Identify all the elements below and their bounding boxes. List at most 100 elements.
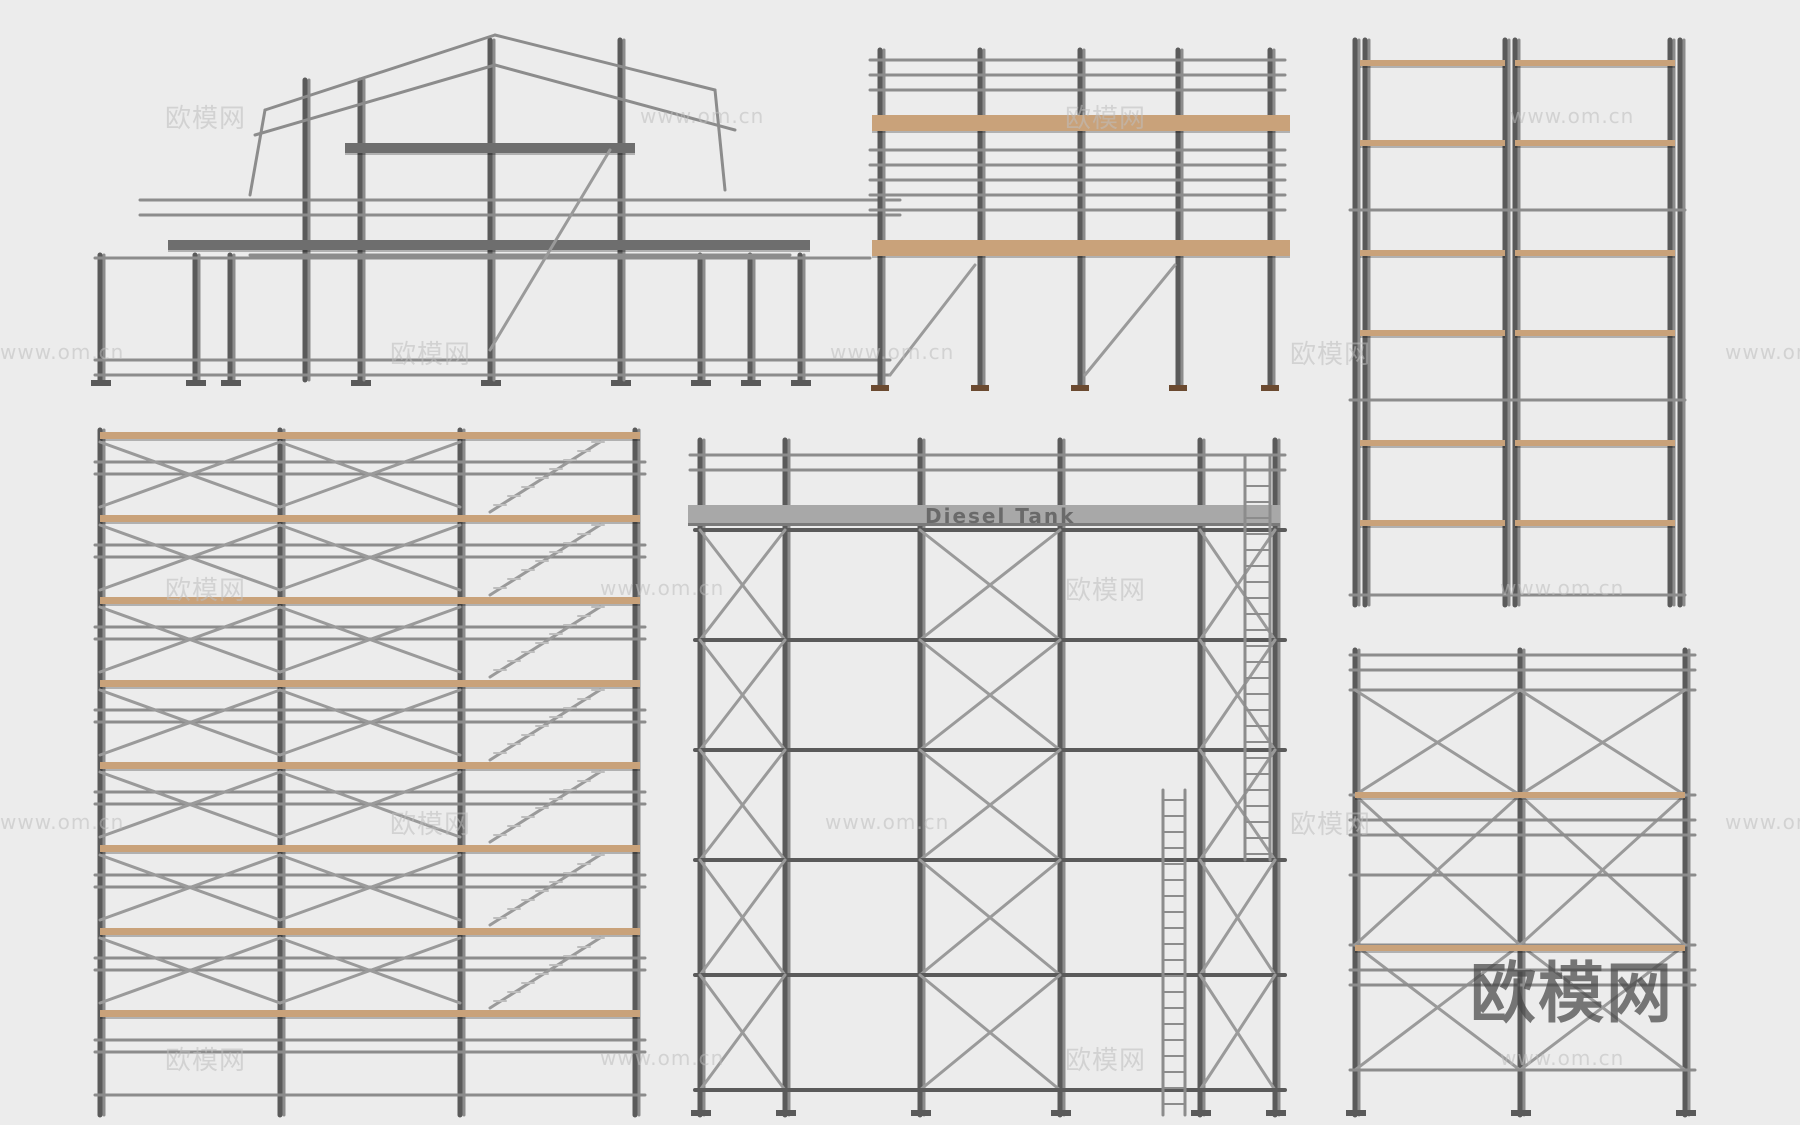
plank-shadow (168, 250, 810, 252)
tank-deck-edge (688, 523, 1280, 526)
tube (488, 148, 612, 352)
tube (698, 638, 787, 752)
tube (493, 33, 717, 92)
plank (168, 240, 810, 250)
plank (1360, 250, 1505, 256)
tube (98, 440, 282, 509)
base-plate (186, 380, 206, 386)
plank (100, 845, 640, 852)
plank (1515, 140, 1675, 146)
base-plate (1676, 1110, 1696, 1116)
plank-shadow (100, 687, 640, 689)
base-plate (481, 380, 501, 386)
plank-shadow (1360, 256, 1505, 258)
plank-shadow (100, 1017, 640, 1019)
diesel-tank-label: Diesel Tank (925, 504, 1076, 528)
plank (1360, 520, 1505, 526)
plank (100, 597, 640, 604)
base-plate (691, 380, 711, 386)
plank (1355, 945, 1685, 951)
base-plate (691, 1110, 711, 1116)
tube (698, 528, 787, 642)
base-plate (741, 380, 761, 386)
scaffold-small-tower (1346, 647, 1697, 1118)
plank (1360, 330, 1505, 336)
plank (1355, 792, 1685, 798)
plank (100, 515, 640, 522)
tube (698, 858, 787, 977)
scaffold-tall-shelf (1348, 37, 1687, 608)
tube (918, 528, 1062, 642)
tube (278, 853, 462, 922)
plank (100, 680, 640, 687)
tube (278, 936, 462, 1005)
base-plate (1169, 385, 1187, 391)
base-plate (1191, 1110, 1211, 1116)
base-plate (1071, 385, 1089, 391)
tube (713, 88, 727, 192)
plank (345, 143, 635, 153)
plank-shadow (1515, 66, 1675, 68)
plank-shadow (1515, 256, 1675, 258)
tube (98, 853, 282, 922)
tube (98, 936, 282, 1005)
brand-logo: 欧模网 (1470, 955, 1674, 1032)
tube (1083, 263, 1177, 377)
plank-shadow (100, 935, 640, 937)
plank-shadow (1360, 336, 1505, 338)
plank (1515, 440, 1675, 446)
plank-shadow (1360, 526, 1505, 528)
plank-shadow (1515, 526, 1675, 528)
scaffold-tank-frame (688, 437, 1287, 1118)
ladder (1161, 453, 1272, 1117)
base-plate (91, 380, 111, 386)
tube (1198, 748, 1277, 862)
plank-shadow (1515, 146, 1675, 148)
plank (100, 928, 640, 935)
tube (98, 523, 282, 592)
tube (278, 523, 462, 592)
tube (98, 770, 282, 839)
tube (1518, 688, 1687, 797)
base-plate (1346, 1110, 1366, 1116)
tube (98, 688, 282, 757)
tube (278, 770, 462, 839)
scaffold-stair-tower (93, 427, 647, 1118)
tube (698, 973, 787, 1092)
plank-shadow (872, 131, 1290, 133)
tube (1353, 688, 1522, 797)
plank-shadow (1515, 336, 1675, 338)
base-plate (221, 380, 241, 386)
tube (1198, 528, 1277, 642)
base-plate (791, 380, 811, 386)
plank (100, 762, 640, 769)
plank (872, 115, 1290, 131)
tube (918, 973, 1062, 1092)
plank-shadow (1355, 951, 1685, 953)
tube (1198, 858, 1277, 977)
base-plate (871, 385, 889, 391)
plank-shadow (872, 256, 1290, 258)
tube (263, 33, 497, 112)
plank-shadow (1360, 446, 1505, 448)
base-plate (776, 1110, 796, 1116)
plank-shadow (1360, 66, 1505, 68)
plank (1515, 330, 1675, 336)
base-plate (1261, 385, 1279, 391)
plank-shadow (100, 769, 640, 771)
base-plate (911, 1110, 931, 1116)
plank (1360, 440, 1505, 446)
tube (278, 688, 462, 757)
tube (1353, 943, 1522, 1072)
tube (1198, 638, 1277, 752)
scaffold-two-deck (868, 47, 1290, 391)
plank-shadow (100, 522, 640, 524)
base-plate (351, 380, 371, 386)
base-plate (1511, 1110, 1531, 1116)
plank-shadow (100, 439, 640, 441)
tube (278, 440, 462, 509)
scaffold-roof-frame (91, 33, 902, 386)
tube (253, 63, 497, 137)
